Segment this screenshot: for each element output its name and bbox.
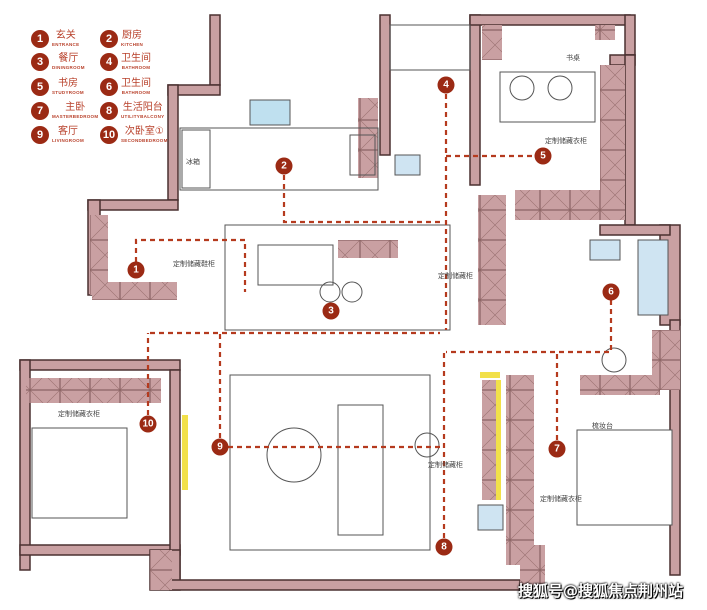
marker-entrance: 1 <box>127 261 145 279</box>
label-vanity: 梳妆台 <box>592 422 613 430</box>
watermark: 搜狐号@搜狐焦点荆州站 <box>518 582 684 600</box>
legend-zh: 客厅 <box>58 126 78 137</box>
marker-badge: 5 <box>31 78 49 96</box>
marker-badge: 3 <box>31 53 49 71</box>
label-master-wardrobe: 定制储藏衣柜 <box>540 495 582 503</box>
legend-en: SECONDBEDROOM <box>121 138 168 143</box>
label-shoe-cabinet: 定制储藏鞋柜 <box>173 260 215 268</box>
legend-en: BATHROOM <box>121 90 151 95</box>
legend-en: ENTRANCE <box>52 42 80 47</box>
label-storage-cabinet: 定制储藏柜 <box>438 272 473 280</box>
legend-zh: 玄关 <box>55 30 76 41</box>
label-study-wardrobe: 定制储藏衣柜 <box>545 137 587 145</box>
label-fridge: 冰箱 <box>186 158 200 166</box>
legend-en: MASTERBEDROOM <box>52 114 99 119</box>
marker-badge: 9 <box>31 126 49 144</box>
marker-badge: 6 <box>100 78 118 96</box>
label-living-storage: 定制储藏柜 <box>428 461 463 469</box>
marker-livingroom: 9 <box>211 438 229 456</box>
legend-zh: 书房 <box>57 78 78 89</box>
marker-utilitybalcony: 8 <box>435 538 453 556</box>
legend-en: UTILITYBALCONY <box>121 114 165 119</box>
legend-zh: 次卧室① <box>124 126 164 137</box>
legend-zh: 厨房 <box>122 30 143 41</box>
highlight-strip <box>496 380 501 500</box>
cabinets <box>26 25 680 590</box>
legend-en: LIVINGROOM <box>52 138 84 143</box>
legend-zh: 生活阳台 <box>122 102 163 113</box>
marker-masterbedroom: 7 <box>548 440 566 458</box>
legend-zh: 卫生间 <box>121 78 151 89</box>
furniture <box>31 24 673 551</box>
marker-badge: 1 <box>31 30 49 48</box>
route-paths <box>134 94 613 538</box>
marker-diningroom: 3 <box>322 302 340 320</box>
legend-zh: 卫生间 <box>121 53 151 64</box>
marker-kitchen: 2 <box>275 157 293 175</box>
legend-en: KITCHEN <box>121 42 144 47</box>
marker-studyroom: 5 <box>534 147 552 165</box>
highlight-strip <box>480 372 500 378</box>
marker-badge: 10 <box>100 126 118 144</box>
legend-en: BATHROOM <box>121 65 151 70</box>
marker-bathroom: 4 <box>437 76 455 94</box>
marker-badge: 4 <box>100 53 118 71</box>
legend-zh: 主卧 <box>65 102 86 113</box>
highlight-strip <box>182 415 188 490</box>
legend-en: DININGROOM <box>52 65 85 70</box>
marker-badge: 2 <box>100 30 118 48</box>
marker-secondbedroom: 10 <box>139 415 157 433</box>
legend-zh: 餐厅 <box>58 53 79 64</box>
label-desk: 书桌 <box>566 54 580 62</box>
marker-badge: 7 <box>31 102 49 120</box>
marker-badge: 8 <box>100 102 118 120</box>
marker-bathroom-2: 6 <box>602 283 620 301</box>
legend-en: STUDYROOM <box>52 90 84 95</box>
label-second-wardrobe: 定制储藏衣柜 <box>58 410 100 418</box>
